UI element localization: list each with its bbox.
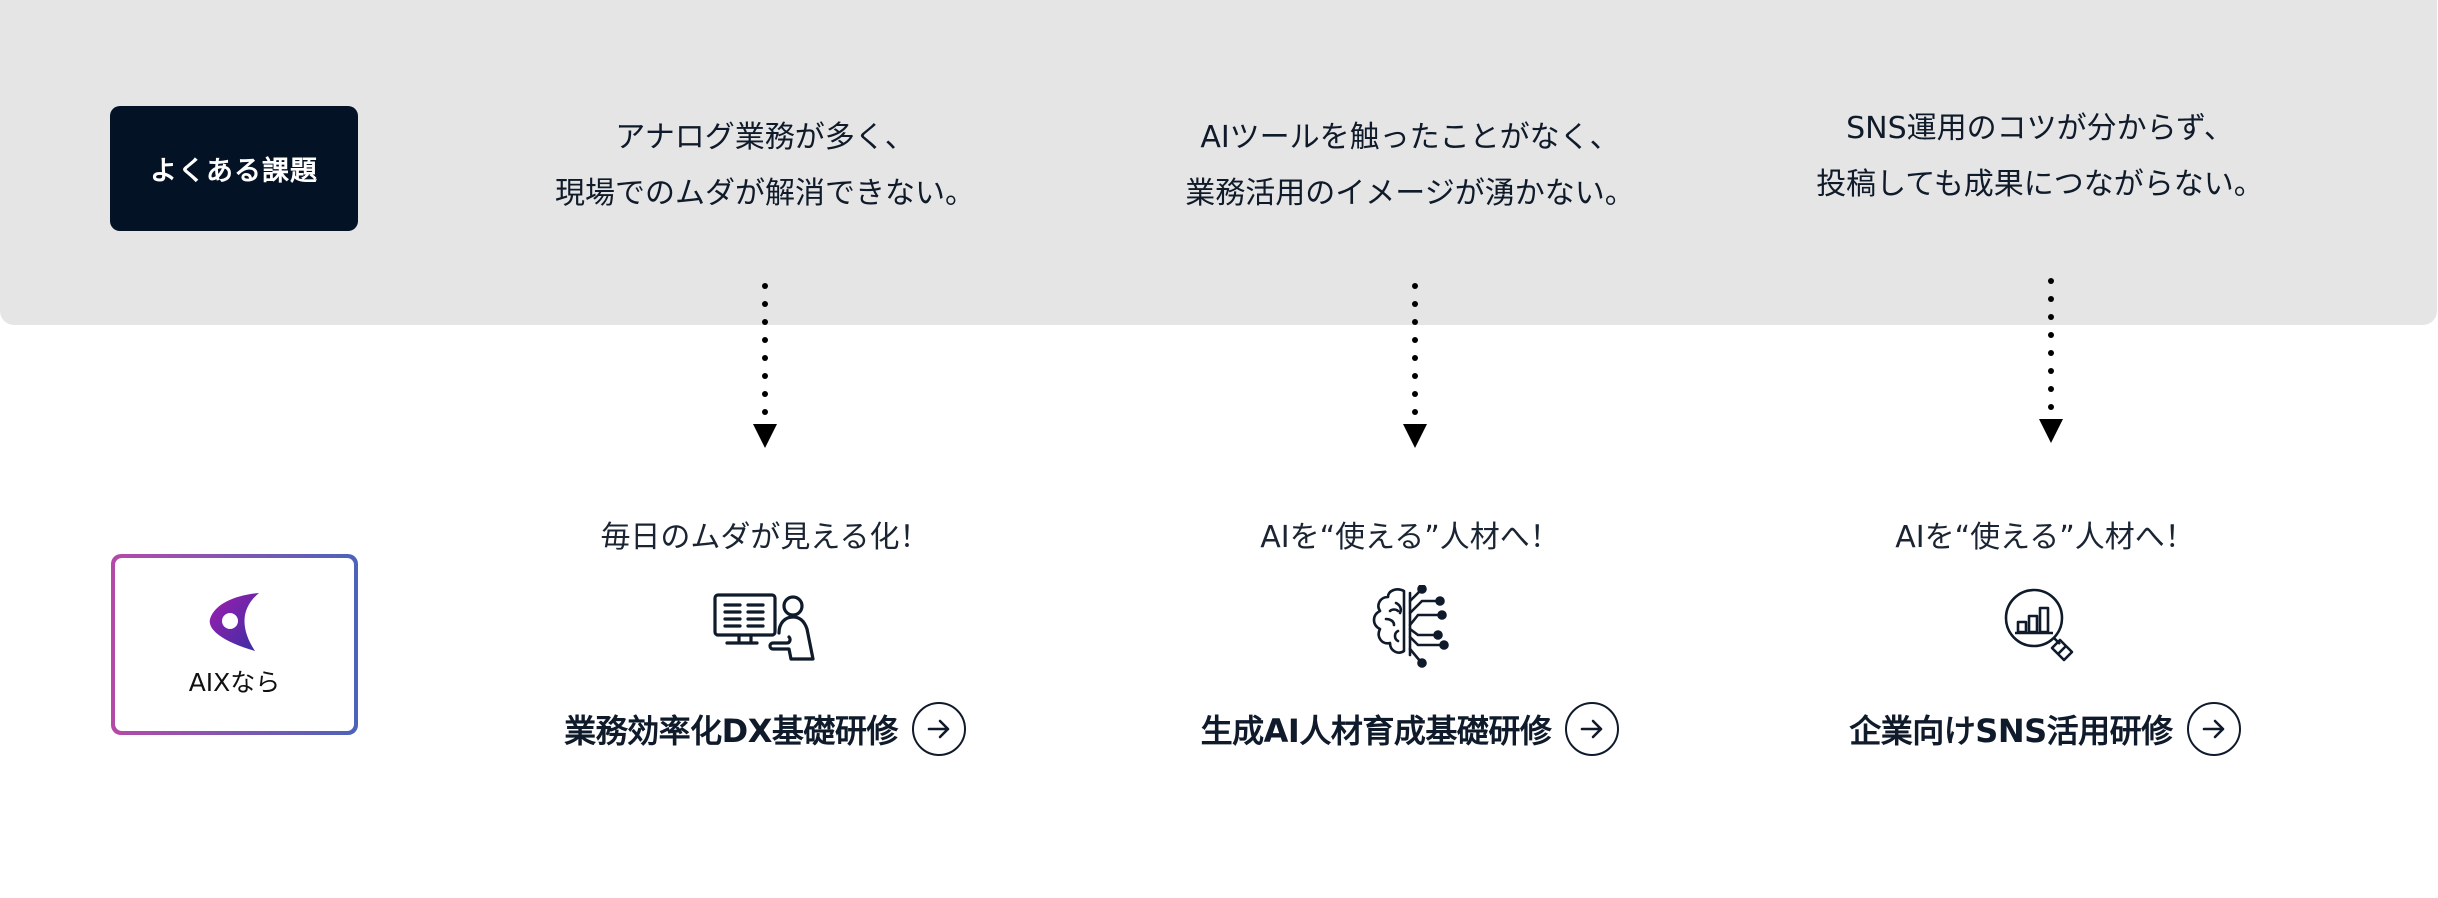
course-title-link[interactable]: 企業向けSNS活用研修 [1849,712,2173,750]
computer-worker-icon [713,593,815,661]
problem-line: 投稿しても成果につながらない。 [1816,167,2264,202]
problem-line: 現場でのムダが解消できない。 [555,176,975,211]
arrow-right-icon [1581,719,1603,739]
problem-line: アナログ業務が多く、 [615,120,915,155]
problem-item-3: SNS運用のコツが分からず、 投稿しても成果につながらない。 [1740,101,2340,213]
course-card-2: AIを“使える”人材へ！ 生成AI人材育成基礎研修 [1100,508,1720,756]
arrow-right-icon [2202,719,2224,739]
ai-brain-circuit-icon [1372,585,1449,668]
common-issues-label: よくある課題 [110,106,358,231]
dotted-down-arrow-icon [753,283,777,448]
problem-line: AIツールを触ったことがなく、 [1200,120,1620,155]
magnifier-chart-icon [2004,588,2074,662]
course-card-1: 毎日のムダが見える化！ 業務効率化DX基礎研修 [455,508,1075,756]
course-title-link[interactable]: 生成AI人材育成基礎研修 [1200,712,1552,750]
aix-brand-label: AIXなら [188,667,281,697]
problem-item-1: アナログ業務が多く、 現場でのムダが解消できない。 [465,110,1065,222]
course-link-button[interactable] [911,702,966,756]
course-tagline: AIを“使える”人材へ！ [1895,520,2195,555]
dotted-down-arrow-icon [2039,278,2063,443]
course-title-link[interactable]: 業務効率化DX基礎研修 [564,712,898,750]
common-issues-label-text: よくある課題 [150,156,318,187]
arrow-right-icon [927,719,950,739]
course-card-3: AIを“使える”人材へ！ 企業向けSNS活用研修 [1735,508,2355,756]
problem-line: SNS運用のコツが分からず、 [1846,111,2234,146]
aix-logo-icon [209,592,259,651]
aix-brand-box: AIXなら [111,554,358,735]
problem-line: 業務活用のイメージが湧かない。 [1185,176,1635,211]
course-tagline: AIを“使える”人材へ！ [1260,520,1560,555]
course-link-button[interactable] [2186,702,2241,756]
course-link-button[interactable] [1565,702,1620,756]
dotted-down-arrow-icon [1403,283,1427,448]
issues-panel [0,0,2437,325]
course-tagline: 毎日のムダが見える化！ [600,520,930,555]
problem-item-2: AIツールを触ったことがなく、 業務活用のイメージが湧かない。 [1110,110,1710,222]
